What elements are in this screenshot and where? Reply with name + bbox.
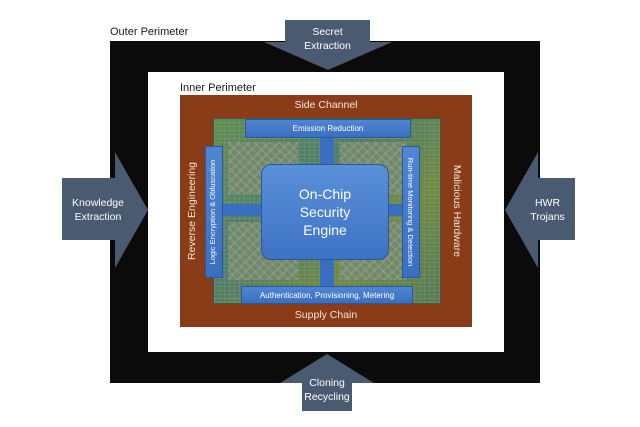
- hwr-trojans-label: HWR Trojans: [530, 197, 565, 223]
- emission-reduction-label: Emission Reduction: [292, 124, 364, 133]
- engine-label-line1: On-Chip: [298, 186, 352, 202]
- engine-label-line3: Engine: [303, 222, 347, 238]
- arrow-right: [505, 152, 575, 268]
- cloning-recycling-label: Cloning Recycling: [304, 377, 350, 403]
- authentication-label: Authentication, Provisioning, Metering: [259, 290, 395, 300]
- emission-reduction-block: Emission Reduction: [245, 119, 411, 138]
- connector: [320, 256, 334, 286]
- inner-perimeter-label: Inner Perimeter: [180, 82, 256, 94]
- arrow-bottom: [280, 354, 374, 411]
- logic-encryption-block: Logic Encryption & Obfuscation: [205, 146, 223, 278]
- supply-chain-label: Supply Chain: [294, 309, 358, 321]
- arrow-left: [62, 152, 148, 268]
- runtime-monitoring-block: Run-time Monitoring & Detection: [402, 146, 420, 278]
- side-channel-label: Side Channel: [294, 99, 358, 111]
- engine-label-line2: Security: [299, 204, 351, 220]
- security-engine-block: On-Chip Security Engine: [261, 164, 389, 260]
- outer-perimeter-label: Outer Perimeter: [110, 26, 189, 38]
- knowledge-extraction-label: Knowledge Extraction: [72, 197, 124, 223]
- connector: [386, 204, 402, 216]
- secret-extraction-label: Secret Extraction: [304, 26, 351, 52]
- authentication-block: Authentication, Provisioning, Metering: [241, 286, 413, 304]
- connector: [320, 136, 334, 166]
- connector: [221, 204, 261, 216]
- arrow-top: [264, 20, 392, 70]
